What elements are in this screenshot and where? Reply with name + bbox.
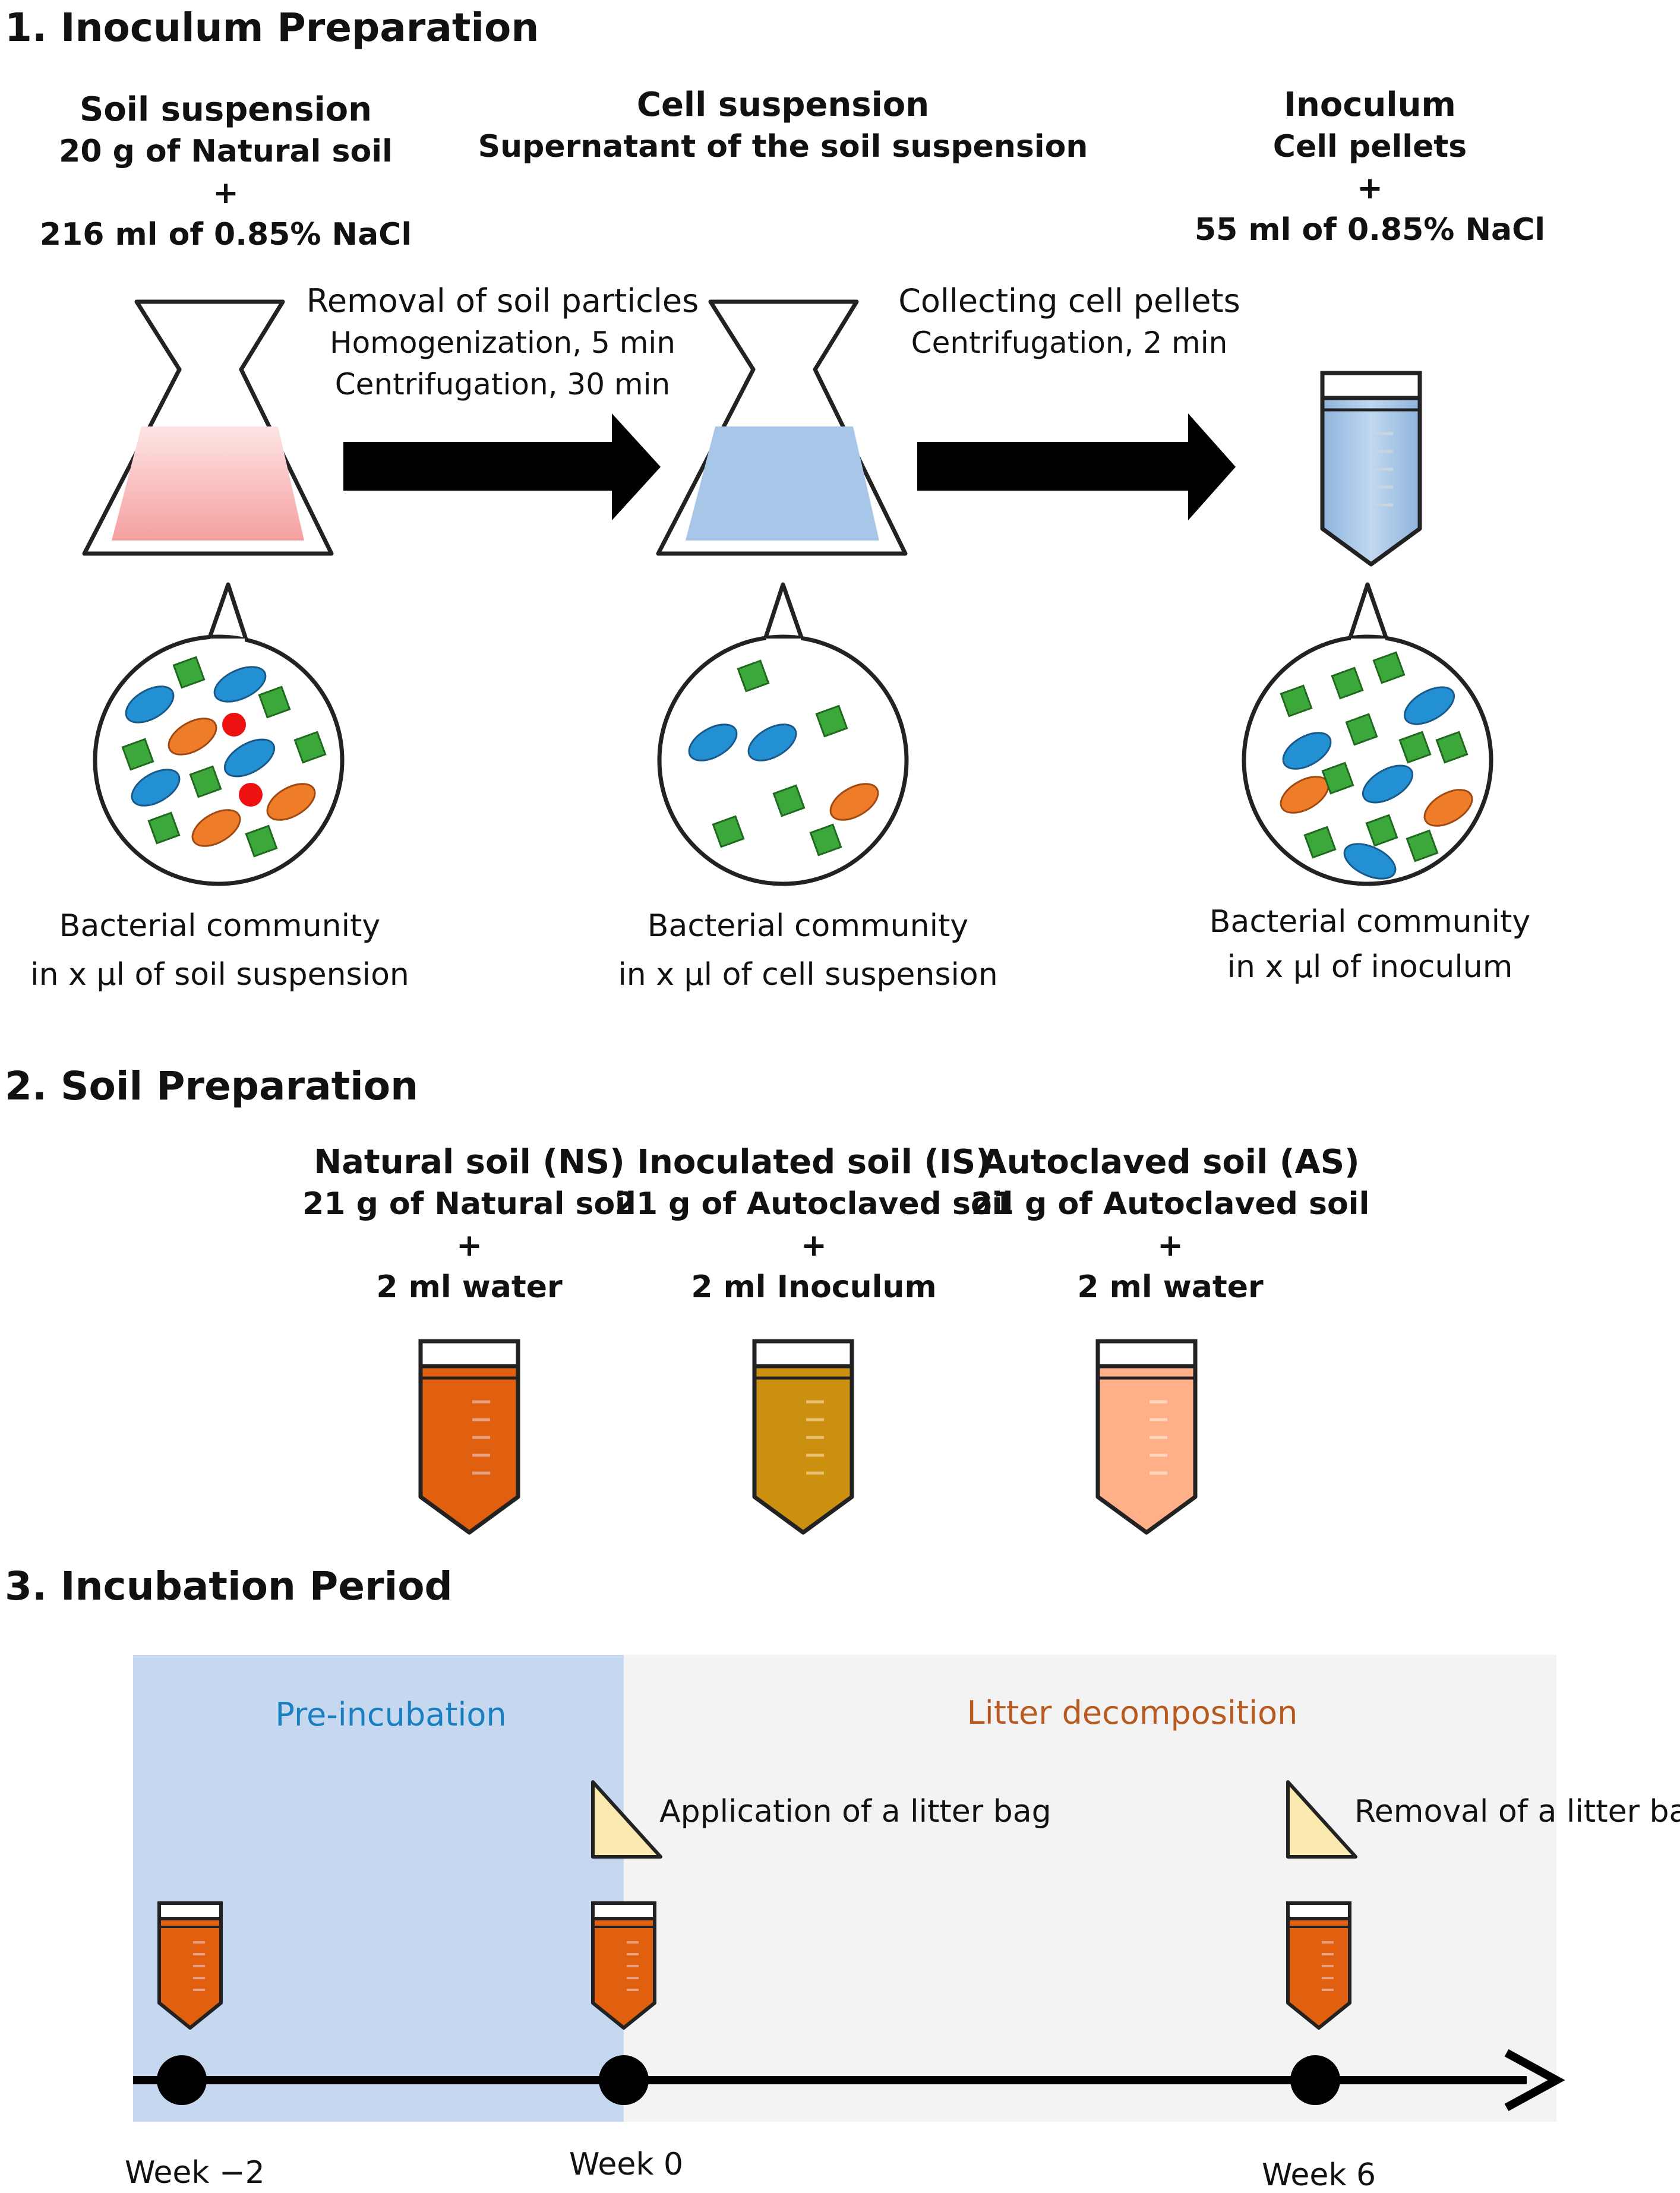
step1-text: Removal of soil particles Homogenization… <box>307 280 699 405</box>
litter-bag-removal-icon <box>1286 1780 1357 1859</box>
ns-tube <box>418 1339 520 1535</box>
ns-title: Natural soil (NS) <box>314 1143 625 1181</box>
week-0-label: Week 0 <box>569 2147 684 2182</box>
litter-bag-application-label: Application of a litter bag <box>659 1794 1051 1829</box>
soil-suspension-header: Soil suspension 20 g of Natural soil + 2… <box>40 89 412 255</box>
tube-week-minus-2 <box>157 1901 223 2030</box>
step1-line2: Centrifugation, 30 min <box>334 367 671 402</box>
inoculum-plus: + <box>1357 170 1383 206</box>
ns-plus: + <box>456 1228 482 1263</box>
soil-suspension-flask <box>82 299 334 556</box>
timeline-marker-week-minus-2 <box>157 2055 207 2105</box>
is-plus: + <box>801 1228 827 1263</box>
as-line2: 2 ml water <box>1077 1269 1264 1305</box>
week-6-label: Week 6 <box>1262 2157 1376 2193</box>
litter-bag-removal-label: Removal of a litter bag <box>1354 1794 1680 1829</box>
section-3-heading: 3. Incubation Period <box>5 1563 453 1609</box>
arrow-2 <box>917 413 1236 520</box>
community3-line2: in x µl of inoculum <box>1227 949 1513 985</box>
cell-suspension-title: Cell suspension <box>636 86 930 124</box>
cell-suspension-flask <box>656 299 908 556</box>
section-1-heading: 1. Inoculum Preparation <box>5 5 539 50</box>
community2-caption: Bacterial community in x µl of cell susp… <box>618 902 997 999</box>
inoculum-line2: 55 ml of 0.85% NaCl <box>1194 212 1546 248</box>
litter-bag-application-icon <box>591 1780 662 1859</box>
soil-suspension-title: Soil suspension <box>79 90 372 129</box>
step1-line1: Homogenization, 5 min <box>329 326 675 360</box>
inoculum-community-bubble <box>1242 582 1493 886</box>
community1-line1: Bacterial community <box>59 908 381 944</box>
as-title: Autoclaved soil (AS) <box>981 1143 1360 1181</box>
as-plus: + <box>1157 1228 1183 1263</box>
pre-incubation-region <box>133 1655 624 2122</box>
as-tube <box>1095 1339 1198 1535</box>
tube-week-6 <box>1286 1901 1351 2030</box>
timeline-marker-week-0 <box>599 2055 649 2105</box>
section-2-heading: 2. Soil Preparation <box>5 1063 419 1109</box>
timeline-arrowhead <box>1504 2049 1565 2112</box>
ns-header: Natural soil (NS) 21 g of Natural soil +… <box>302 1142 636 1308</box>
litter-decomposition-region <box>624 1655 1556 2122</box>
arrow-1 <box>343 413 661 520</box>
inoculum-diagram <box>82 299 1493 886</box>
inoculum-line1: Cell pellets <box>1272 129 1467 165</box>
community1-caption: Bacterial community in x µl of soil susp… <box>30 902 409 999</box>
community1-line2: in x µl of soil suspension <box>30 957 409 993</box>
soil-suspension-plus: + <box>213 175 239 211</box>
timeline-marker-week-6 <box>1290 2055 1340 2105</box>
soil-suspension-line1: 20 g of Natural soil <box>59 134 393 169</box>
community3-caption: Bacterial community in x µl of inoculum <box>1210 899 1530 990</box>
is-line1: 21 g of Autoclaved soil <box>614 1186 1013 1222</box>
is-title: Inoculated soil (IS) <box>637 1143 991 1181</box>
as-header: Autoclaved soil (AS) 21 g of Autoclaved … <box>971 1142 1370 1308</box>
is-line2: 2 ml Inoculum <box>691 1269 937 1305</box>
litter-decomposition-label: Litter decomposition <box>967 1694 1298 1731</box>
ns-line1: 21 g of Natural soil <box>302 1186 636 1222</box>
is-tube <box>752 1339 854 1535</box>
step2-text: Collecting cell pellets Centrifugation, … <box>898 280 1240 364</box>
cell-suspension-header: Cell suspension Supernatant of the soil … <box>478 84 1088 168</box>
as-line1: 21 g of Autoclaved soil <box>971 1186 1370 1222</box>
community2-line2: in x µl of cell suspension <box>618 957 998 993</box>
soil-suspension-community-bubble <box>93 582 345 886</box>
inoculum-tube <box>1320 371 1422 567</box>
inoculum-title: Inoculum <box>1284 86 1456 124</box>
community3-line1: Bacterial community <box>1209 904 1531 940</box>
step2-line1: Centrifugation, 2 min <box>911 326 1228 360</box>
cell-suspension-community-bubble <box>657 582 909 886</box>
tube-week-0 <box>591 1901 656 2030</box>
pre-incubation-label: Pre-incubation <box>275 1696 507 1733</box>
step1-title: Removal of soil particles <box>306 282 699 320</box>
step2-title: Collecting cell pellets <box>898 282 1240 320</box>
soil-suspension-line2: 216 ml of 0.85% NaCl <box>39 217 412 252</box>
ns-line2: 2 ml water <box>376 1269 563 1305</box>
cell-suspension-line1: Supernatant of the soil suspension <box>478 129 1088 165</box>
community2-line1: Bacterial community <box>647 908 969 944</box>
is-header: Inoculated soil (IS) 21 g of Autoclaved … <box>615 1142 1013 1308</box>
inoculum-header: Inoculum Cell pellets + 55 ml of 0.85% N… <box>1195 84 1545 251</box>
week-minus-2-label: Week −2 <box>125 2155 265 2191</box>
